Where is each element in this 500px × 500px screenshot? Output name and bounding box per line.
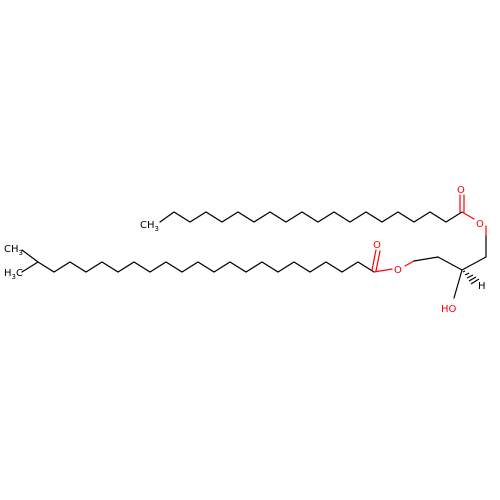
- ch2-bottom-bond: [413, 256, 439, 262]
- ester-o-bottom-label: O: [394, 265, 402, 276]
- lower-o-ch2-bond: [404, 260, 415, 267]
- lower-ester-bond: [373, 268, 393, 273]
- ester-o-top-label: O: [476, 219, 484, 230]
- ch3-left-b-label: H3C: [4, 268, 23, 281]
- ch3-left-a-label: CH3: [4, 244, 23, 257]
- ch3-top-label: CH3: [140, 220, 159, 233]
- upper-ester-bond: [461, 211, 475, 220]
- stereo-hash-bond: [462, 270, 480, 285]
- stereo-h-label: H: [478, 281, 486, 292]
- chiral-oh-bond: [453, 269, 463, 299]
- isopropyl-bond-b: [21, 261, 39, 273]
- isopropyl-bond-a: [21, 249, 39, 263]
- upper-acyl-chain: [159, 211, 463, 223]
- ch2-chiral-bond: [461, 256, 487, 271]
- ch2-bottom-chiral-bond: [437, 256, 463, 271]
- lower-acyl-chain: [37, 261, 375, 273]
- carbonyl-o-bottom-label: O: [373, 240, 381, 251]
- carbonyl-o-top-label: O: [457, 185, 465, 196]
- hydroxyl-label: HO: [441, 304, 457, 315]
- lower-carbonyl-bond-b: [375, 250, 381, 272]
- lower-carbonyl-bond-a: [371, 249, 377, 271]
